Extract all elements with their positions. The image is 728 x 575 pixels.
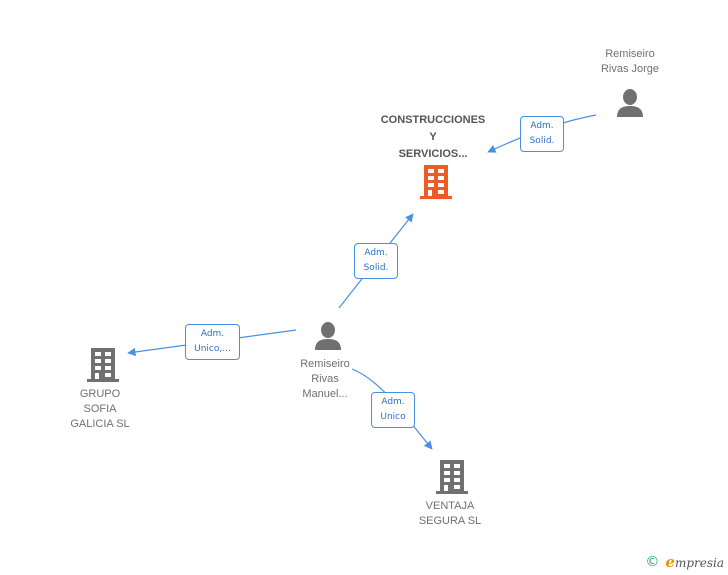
label-line: GRUPO [79, 388, 121, 400]
label-line: Rivas [311, 373, 339, 385]
node-grupo-sofia-label[interactable]: GRUPO SOFIA GALICIA SL [50, 387, 150, 432]
building-icon[interactable] [419, 164, 453, 200]
building-icon[interactable] [86, 347, 120, 383]
person-icon[interactable] [615, 88, 645, 118]
label-line: GALICIA SL [70, 418, 130, 430]
brand-name: mpresia [674, 556, 724, 570]
edge-label-line: Adm. [530, 121, 554, 131]
label-line: Remiseiro [300, 358, 350, 370]
building-icon[interactable] [435, 459, 469, 495]
node-construcciones-label[interactable]: CONSTRUCCIONES Y SERVICIOS... [373, 112, 493, 163]
label-line: CONSTRUCCIONES [380, 114, 486, 126]
edge-label-line: Adm. [200, 329, 225, 339]
label-line: Remiseiro [605, 48, 655, 60]
edge-label-line: Adm. [381, 397, 405, 407]
label-line: SEGURA SL [418, 515, 482, 527]
edge-label-manuel-grupo[interactable]: Adm. Unico,... [185, 324, 240, 360]
edge-label-jorge-construcciones[interactable]: Adm. Solid. [520, 116, 564, 152]
edge-label-line: Solid. [363, 263, 389, 273]
label-line: Y [429, 131, 437, 143]
label-line: Rivas Jorge [600, 63, 660, 75]
edge-label-line: Unico [380, 412, 406, 422]
brand-logo[interactable]: empresia [665, 553, 724, 571]
edge-label-line: Solid. [529, 136, 555, 146]
copyright-icon: © [645, 554, 660, 570]
edge-label-manuel-ventaja[interactable]: Adm. Unico [371, 392, 415, 428]
footer-brand: © empresia [645, 553, 724, 571]
node-manuel-label[interactable]: Remiseiro Rivas Manuel... [280, 357, 370, 402]
label-line: VENTAJA [425, 500, 475, 512]
label-line: SOFIA [83, 403, 117, 415]
person-icon[interactable] [313, 321, 343, 351]
label-line: SERVICIOS... [398, 148, 468, 160]
edge-label-line: Adm. [364, 248, 388, 258]
node-ventaja-label[interactable]: VENTAJA SEGURA SL [400, 499, 500, 529]
edge-label-manuel-construcciones[interactable]: Adm. Solid. [354, 243, 398, 279]
brand-initial: e [665, 553, 675, 571]
node-jorge-label[interactable]: Remiseiro Rivas Jorge [580, 47, 680, 77]
label-line: Manuel... [302, 388, 348, 400]
edge-label-line: Unico,... [194, 344, 231, 354]
